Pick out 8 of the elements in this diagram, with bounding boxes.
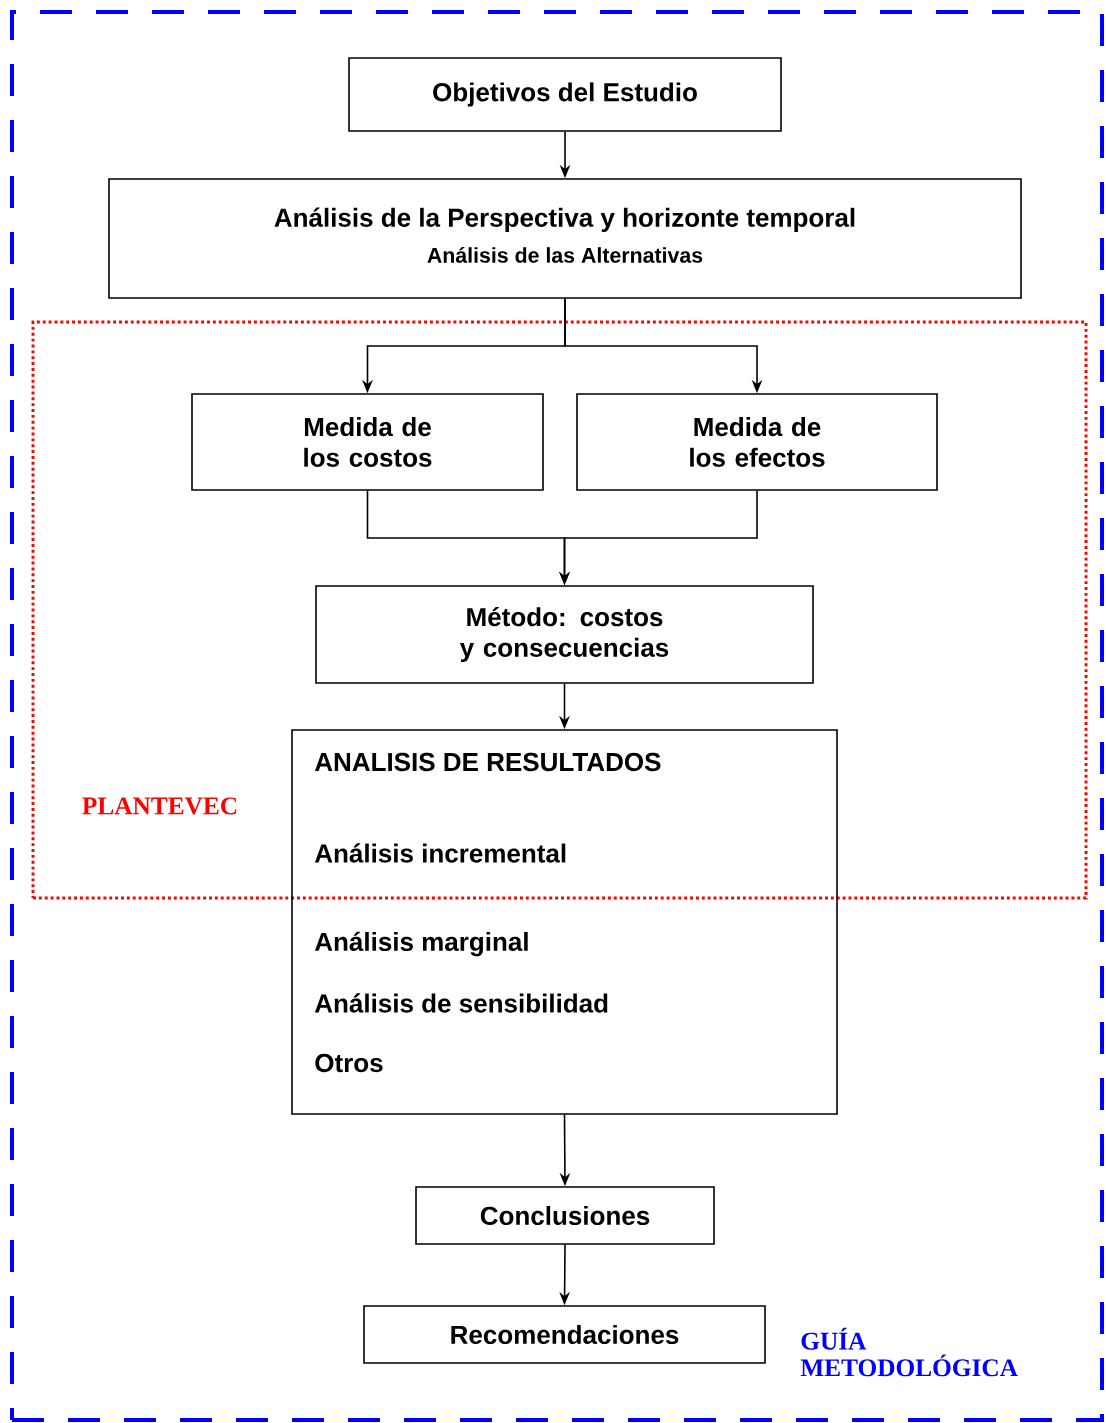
process-box: Recomendaciones <box>363 1305 766 1364</box>
process-box: Conclusiones <box>415 1186 715 1245</box>
process-box: Análisis de la Perspectiva y horizonte temporal Análisis de las Alternativas <box>108 178 1022 299</box>
process-box: Medida de los costos <box>191 393 544 491</box>
process-box: Método: costos y consecuencias <box>315 585 814 684</box>
process-box: Medida de los efectos <box>576 393 938 491</box>
results-box: ANALISIS DE RESULTADOS Análisis incremental Análisis marginal Análisis de sensibilidad Otros <box>291 729 838 1115</box>
process-box: Objetivos del Estudio <box>348 57 782 132</box>
